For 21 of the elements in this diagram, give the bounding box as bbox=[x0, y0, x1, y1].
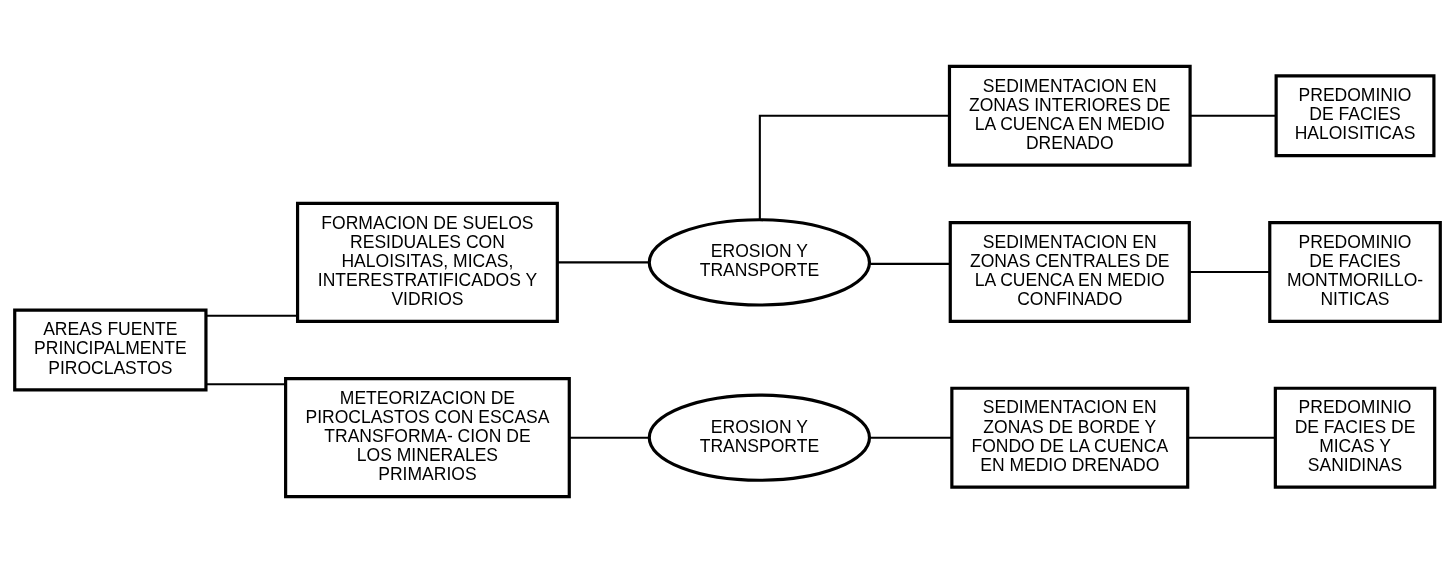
connector bbox=[206, 382, 286, 385]
node-ellipse: EROSION Y TRANSPORTE bbox=[647, 392, 872, 482]
node-box: SEDIMENTACION EN ZONAS INTERIORES DE LA CUENCA EN MEDIO DRENADO bbox=[947, 64, 1192, 167]
connector bbox=[557, 260, 649, 263]
connector bbox=[569, 436, 649, 439]
connector bbox=[1190, 114, 1276, 117]
node-box: FORMACION DE SUELOS RESIDUALES CON HALOISITAS, MICAS, INTERESTRATIFICADOS Y VIDRIOS bbox=[295, 201, 559, 323]
connector bbox=[1187, 436, 1276, 439]
node-box: PREDOMINIO DE FACIES MONTMORILLO- NITICAS bbox=[1268, 220, 1442, 323]
connector bbox=[870, 262, 951, 265]
node-box: AREAS FUENTE PRINCIPALMENTE PIROCLASTOS bbox=[13, 308, 208, 391]
connector bbox=[206, 314, 298, 317]
node-box: PREDOMINIO DE FACIES DE MICAS Y SANIDINAS bbox=[1273, 386, 1437, 489]
node-box: SEDIMENTACION EN ZONAS CENTRALES DE LA CUENCA EN MEDIO CONFINADO bbox=[948, 220, 1191, 323]
node-box: SEDIMENTACION EN ZONAS DE BORDE Y FONDO DE LA CUENCA EN MEDIO DRENADO bbox=[950, 386, 1190, 489]
connector bbox=[758, 114, 950, 219]
node-box: METEORIZACION DE PIROCLASTOS CON ESCASA TRANSFORMA- CION DE LOS MINERALES PRIMARIOS bbox=[284, 376, 571, 498]
connector bbox=[870, 436, 952, 439]
node-ellipse: EROSION Y TRANSPORTE bbox=[647, 217, 872, 307]
connector bbox=[1189, 270, 1270, 273]
node-box: PREDOMINIO DE FACIES HALOISITICAS bbox=[1274, 73, 1436, 157]
